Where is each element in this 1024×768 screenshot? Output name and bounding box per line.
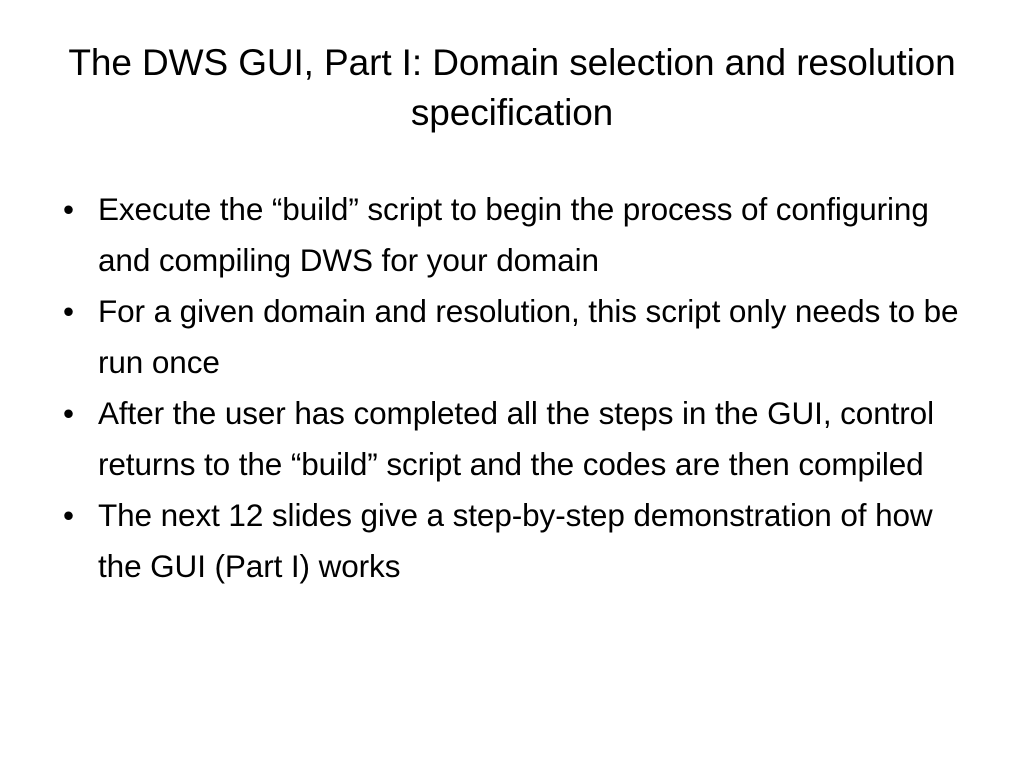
list-item-text: After the user has completed all the ste… — [98, 395, 934, 482]
list-item: • Execute the “build” script to begin th… — [62, 184, 962, 286]
list-item: • The next 12 slides give a step-by-step… — [62, 490, 962, 592]
list-item: • For a given domain and resolution, thi… — [62, 286, 962, 388]
bullet-point-icon: • — [63, 293, 74, 329]
bullet-point-icon: • — [63, 497, 74, 533]
bullet-point-icon: • — [63, 191, 74, 227]
list-item-text: Execute the “build” script to begin the … — [98, 191, 929, 278]
list-item-text: For a given domain and resolution, this … — [98, 293, 959, 380]
list-item: • After the user has completed all the s… — [62, 388, 962, 490]
list-item-text: The next 12 slides give a step-by-step d… — [98, 497, 933, 584]
slide-title: The DWS GUI, Part I: Domain selection an… — [68, 42, 956, 133]
slide-body-list: • Execute the “build” script to begin th… — [62, 184, 962, 592]
bullet-point-icon: • — [63, 395, 74, 431]
